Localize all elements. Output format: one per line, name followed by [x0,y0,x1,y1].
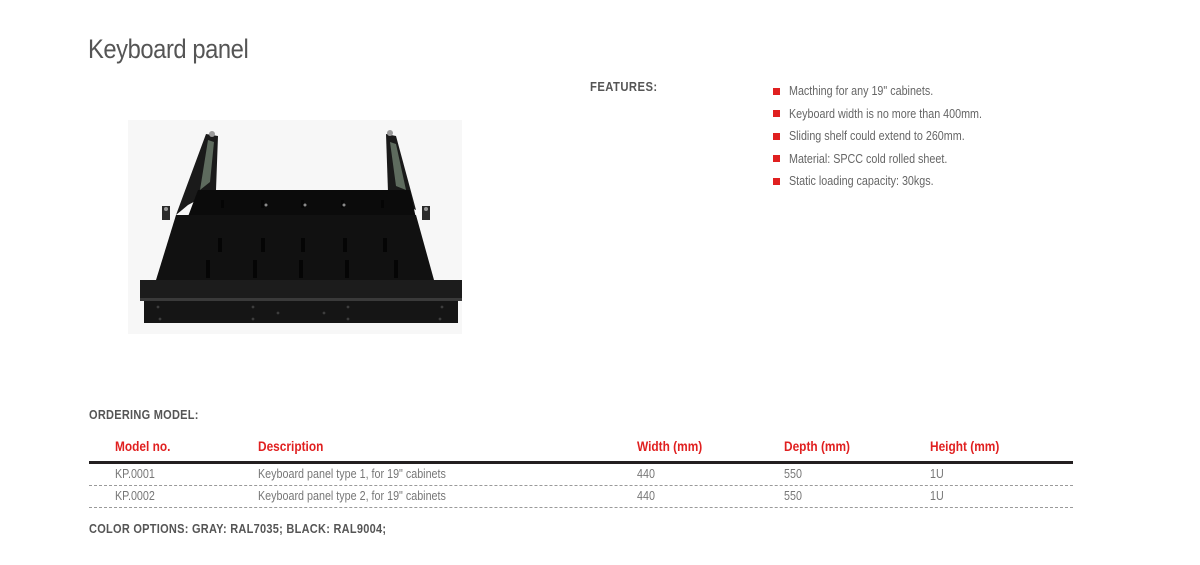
cell-height: 1U [930,467,944,481]
keyboard-panel-photo [128,120,462,334]
feature-item: Macthing for any 19" cabinets. [773,80,1013,103]
feature-item: Keyboard width is no more than 400mm. [773,103,1013,126]
table-row: KP.0002 Keyboard panel type 2, for 19" c… [89,486,1073,508]
square-bullet-icon [773,177,780,185]
square-bullet-icon [773,110,780,118]
square-bullet-icon [773,87,780,95]
cell-model: KP.0001 [115,467,155,481]
cell-model: KP.0002 [115,489,155,503]
feature-item: Material: SPCC cold rolled sheet. [773,148,1013,171]
column-header-height: Height (mm) [930,439,1000,454]
features-heading: FEATURES: [590,80,658,94]
feature-item: Sliding shelf could extend to 260mm. [773,125,1013,148]
feature-item: Static loading capacity: 30kgs. [773,170,1013,193]
feature-text: Macthing for any 19" cabinets. [789,84,934,99]
page-title: Keyboard panel [88,34,249,64]
cell-width: 440 [637,489,655,503]
color-options: COLOR OPTIONS: GRAY: RAL7035; BLACK: RAL… [89,522,387,536]
product-image [128,120,462,334]
cell-depth: 550 [784,467,802,481]
cell-description: Keyboard panel type 2, for 19" cabinets [258,489,446,503]
square-bullet-icon [773,132,780,140]
feature-text: Material: SPCC cold rolled sheet. [789,151,948,166]
cell-width: 440 [637,467,655,481]
table-row: KP.0001 Keyboard panel type 1, for 19" c… [89,464,1073,486]
cell-depth: 550 [784,489,802,503]
column-header-model: Model no. [115,439,171,454]
square-bullet-icon [773,155,780,163]
ordering-table: Model no. Description Width (mm) Depth (… [89,436,1073,508]
feature-text: Static loading capacity: 30kgs. [789,174,934,189]
cell-description: Keyboard panel type 1, for 19" cabinets [258,467,446,481]
features-list: Macthing for any 19" cabinets. Keyboard … [773,80,1013,193]
column-header-width: Width (mm) [637,439,703,454]
column-header-depth: Depth (mm) [784,439,850,454]
column-header-description: Description [258,439,324,454]
cell-height: 1U [930,489,944,503]
feature-text: Keyboard width is no more than 400mm. [789,106,983,121]
ordering-model-heading: ORDERING MODEL: [89,408,199,422]
table-header: Model no. Description Width (mm) Depth (… [89,436,1073,464]
feature-text: Sliding shelf could extend to 260mm. [789,129,965,144]
